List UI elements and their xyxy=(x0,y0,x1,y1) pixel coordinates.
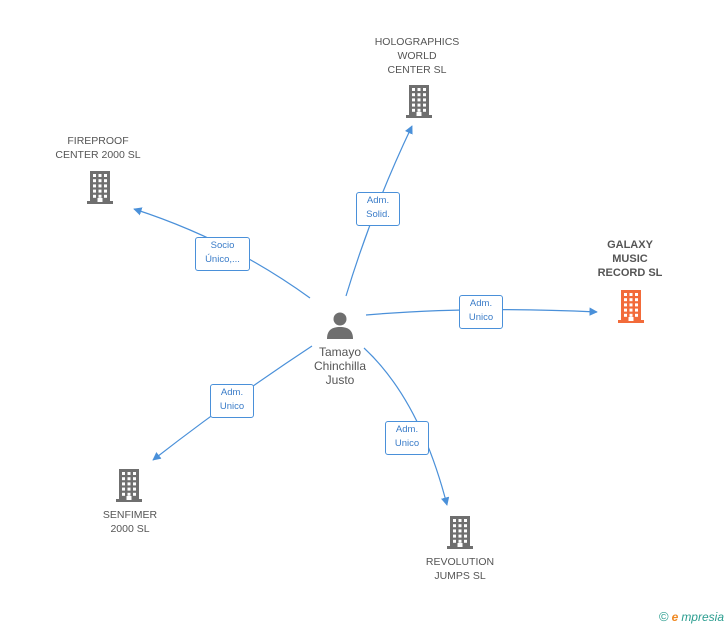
building-icon[interactable] xyxy=(616,289,646,328)
edge-label-holographics[interactable]: Adm. Solid. xyxy=(356,192,400,226)
edge-label-galaxy[interactable]: Adm. Unico xyxy=(459,295,503,329)
company-label-holographics[interactable]: HOLOGRAPHICS WORLD CENTER SL xyxy=(374,36,460,76)
company-label-fireproof[interactable]: FIREPROOF CENTER 2000 SL xyxy=(55,135,141,161)
person-icon[interactable] xyxy=(326,311,354,344)
edge-label-fireproof[interactable]: Socio Único,... xyxy=(195,237,250,271)
copyright-symbol: © xyxy=(659,609,669,624)
building-icon[interactable] xyxy=(445,515,475,554)
building-icon[interactable] xyxy=(85,170,115,209)
company-label-galaxy[interactable]: GALAXY MUSIC RECORD SL xyxy=(597,239,663,279)
building-icon[interactable] xyxy=(404,84,434,123)
edge-label-senfimer[interactable]: Adm. Unico xyxy=(210,384,254,418)
company-label-revolution[interactable]: REVOLUTION JUMPS SL xyxy=(425,556,495,582)
brand-initial: e xyxy=(671,609,679,624)
company-label-senfimer[interactable]: SENFIMER 2000 SL xyxy=(102,509,158,535)
building-icon[interactable] xyxy=(114,468,144,507)
person-label[interactable]: Tamayo Chinchilla Justo xyxy=(313,345,367,387)
edge-revolution xyxy=(363,347,450,506)
brand-name: mpresia xyxy=(681,609,724,624)
edge-label-revolution[interactable]: Adm. Unico xyxy=(385,421,429,455)
